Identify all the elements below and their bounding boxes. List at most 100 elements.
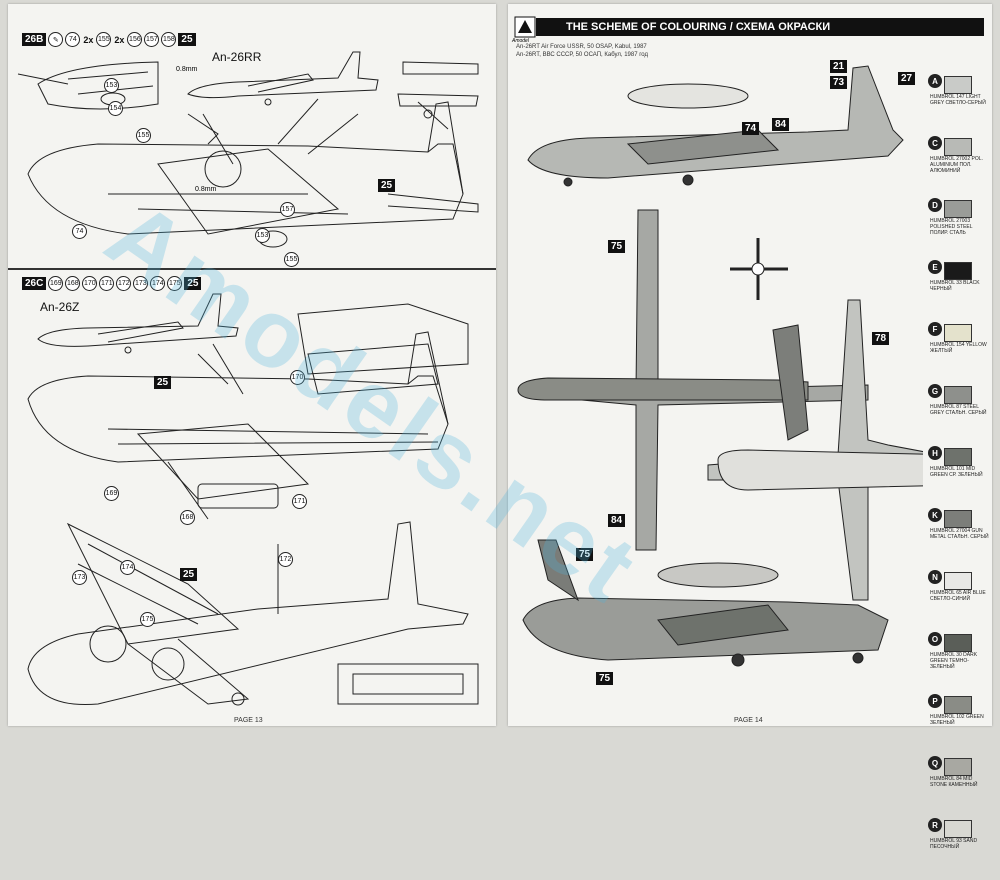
callout-box-25d: 25 <box>180 568 198 581</box>
legend-letter: D <box>928 198 942 212</box>
count-2: 2x <box>114 34 125 45</box>
part-169: 169 <box>48 276 64 291</box>
brand-name: Amodel <box>512 38 529 44</box>
callout-84b: 84 <box>772 118 790 131</box>
callout-27: 27 <box>898 72 916 85</box>
callout-84: 75 <box>596 672 614 685</box>
section-b-label: 26B <box>22 33 47 46</box>
callout-78: 78 <box>872 332 890 345</box>
legend-letter: K <box>928 508 942 522</box>
callout-75c: 75 <box>576 548 594 561</box>
color-swatch <box>944 324 972 342</box>
callout-153: 153 <box>104 78 119 93</box>
callout-155b: 155 <box>284 252 299 267</box>
section-b-header: 26B ✎ 74 2x 155 2x 156 157 158 25 <box>22 32 196 47</box>
legend-letter: C <box>928 136 942 150</box>
color-swatch <box>944 386 972 404</box>
callout-157: 157 <box>280 202 295 217</box>
legend-name: HUMBROL 84 MID STONE КАМЕННЫЙ <box>930 776 978 788</box>
section-c-drawings <box>27 293 479 706</box>
color-swatch <box>944 262 972 280</box>
color-swatch <box>944 510 972 528</box>
right-page: Amodel THE SCHEME OF COLOURING / СХЕМА О… <box>508 4 992 850</box>
section-b-drawings <box>17 51 479 248</box>
variant-ru: An-26RT, ВВС СССР, 50 ОСАП, Кабул, 1987 … <box>516 52 648 58</box>
callout-75: 75 <box>608 240 626 253</box>
amodel-logo-icon <box>514 16 536 38</box>
color-swatch <box>944 696 972 714</box>
part-172: 172 <box>116 276 132 291</box>
callout-171: 171 <box>292 494 307 509</box>
model-an26z: An-26Z <box>40 300 80 314</box>
dim-0.8mm-2: 0.8mm <box>176 66 198 73</box>
legend-item: C HUMBROL 27002 POL. ALUMINIUM ПОЛ. АЛЮМИ… <box>926 136 988 198</box>
legend-item: N HUMBROL 65 AIR BLUE СВЕТЛО-СИНИЙ <box>926 570 988 632</box>
color-swatch <box>944 634 972 652</box>
callout-155: 155 <box>136 128 151 143</box>
callout-74: 74 <box>72 224 87 239</box>
color-swatch <box>944 76 972 94</box>
callout-73: 73 <box>830 76 848 89</box>
callout-175: 175 <box>140 612 155 627</box>
section-b-ref: 25 <box>178 33 196 46</box>
part-175: 175 <box>167 276 183 291</box>
legend-letter: P <box>928 694 942 708</box>
legend-name: HUMBROL 87 STEEL GREY СТАЛЬН. СЕРЫЙ <box>930 404 987 416</box>
legend-name: HUMBROL 65 AIR BLUE СВЕТЛО-СИНИЙ <box>930 590 986 602</box>
color-swatch <box>944 758 972 776</box>
callout-box-25c: 25 <box>154 376 172 389</box>
part-158: 158 <box>161 32 177 47</box>
callout-168: 168 <box>180 510 195 525</box>
callout-154: 154 <box>108 101 123 116</box>
color-swatch <box>944 820 972 838</box>
section-c-ref: 25 <box>184 277 202 290</box>
legend-letter: A <box>928 74 942 88</box>
legend-letter: H <box>928 446 942 460</box>
callout-box-25: 25 <box>378 179 396 192</box>
part-174: 174 <box>150 276 166 291</box>
model-an26rr: An-26RR <box>212 50 262 64</box>
variant-en: An-26RT Air Force USSR, 50 OSAP, Kabul, … <box>516 44 647 50</box>
legend-name: HUMBROL 27002 POL. ALUMINIUM ПОЛ. АЛЮМИН… <box>930 156 983 174</box>
callout-172: 172 <box>278 552 293 567</box>
page-number-left: PAGE 13 <box>234 717 263 724</box>
legend-name: HUMBROL 93 SAND ПЕСОЧНЫЙ <box>930 838 978 850</box>
dim-0.8mm: 0.8mm <box>195 186 217 193</box>
part-171: 171 <box>99 276 115 291</box>
part-156: 156 <box>127 32 143 47</box>
legend-item: R HUMBROL 93 SAND ПЕСОЧНЫЙ <box>926 818 988 880</box>
callout-174: 174 <box>120 560 135 575</box>
part-155: 155 <box>96 32 112 47</box>
legend-letter: E <box>928 260 942 274</box>
callout-153b: 153 <box>255 228 270 243</box>
callout-75b: 84 <box>608 514 626 527</box>
page-number-right: PAGE 14 <box>734 717 763 724</box>
callout-170: 170 <box>290 370 305 385</box>
legend-letter: R <box>928 818 942 832</box>
left-page: 26B ✎ 74 2x 155 2x 156 157 158 25 An-26R… <box>8 4 496 726</box>
legend-name: HUMBROL 147 LIGHT GREY СВЕТЛО-СЕРЫЙ <box>930 94 986 106</box>
callout-169: 169 <box>104 486 119 501</box>
legend-letter: Q <box>928 756 942 770</box>
glue-icon: ✎ <box>48 32 64 47</box>
callout-21: 21 <box>830 60 848 73</box>
section-divider <box>8 268 496 270</box>
callout-74: 74 <box>742 122 760 135</box>
count-1: 2x <box>83 34 94 45</box>
color-legend: A HUMBROL 147 LIGHT GREY СВЕТЛО-СЕРЫЙ C HUM… <box>926 74 989 880</box>
legend-name: HUMBROL 30 DARK GREEN ТЕМНО-ЗЕЛЕНЫЙ <box>930 652 978 670</box>
callout-173: 173 <box>72 570 87 585</box>
part-168: 168 <box>65 276 81 291</box>
color-swatch <box>944 448 972 466</box>
legend-item: Q HUMBROL 84 MID STONE КАМЕННЫЙ <box>926 756 988 818</box>
legend-letter: N <box>928 570 942 584</box>
part-170: 170 <box>82 276 98 291</box>
part-173: 173 <box>133 276 149 291</box>
